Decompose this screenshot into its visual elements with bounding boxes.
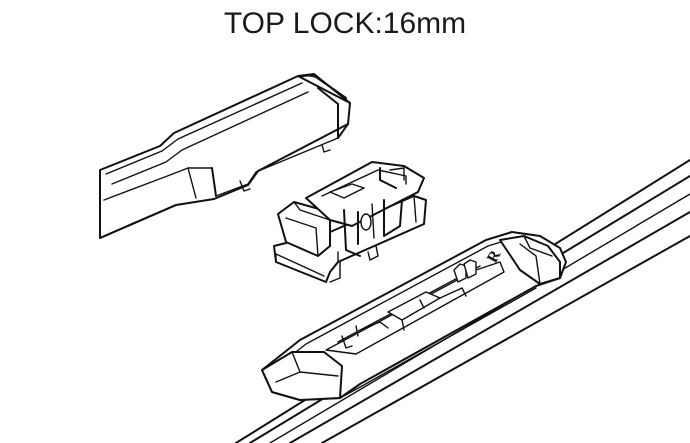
wiper-arm-hook-icon [99,73,351,239]
adapter-clip-icon [273,161,427,283]
diagram-title: TOP LOCK:16mm [223,7,467,40]
wiper-blade-connector-icon: R [235,159,690,443]
